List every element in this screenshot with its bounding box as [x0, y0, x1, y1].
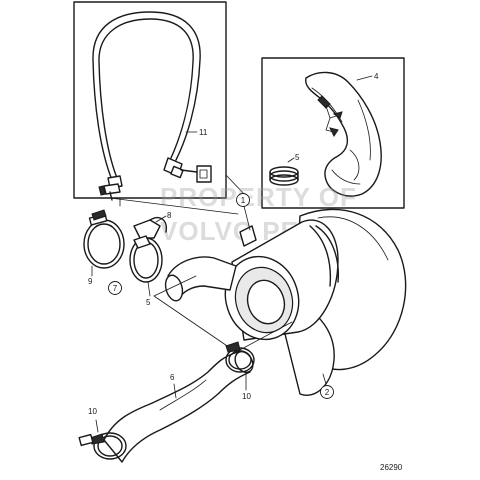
callout-label-11: 11	[199, 128, 208, 137]
callout-ring-1	[236, 193, 250, 207]
clamp-10-left	[78, 432, 127, 460]
callout-label-9: 9	[88, 277, 93, 286]
clamp-9	[83, 209, 125, 269]
inset-leader-line-main	[109, 197, 239, 215]
bracket-8	[133, 216, 167, 239]
callout-ring-2	[320, 385, 334, 399]
connector-plug	[196, 165, 212, 183]
sensor-cable-illustration	[92, 11, 212, 201]
callout-label-6: 6	[170, 373, 175, 382]
clamp-10-right	[225, 341, 255, 373]
exhaust-hose-6	[103, 350, 254, 463]
cable-ties-illustration	[269, 166, 299, 186]
inset-frame-left	[73, 1, 227, 199]
callout-ring-7	[108, 281, 122, 295]
inset-cover: 4 5	[261, 57, 405, 209]
callout-label-3: 4	[374, 72, 379, 81]
assembly-guide-lines	[153, 275, 293, 353]
callout-label-5: 5	[146, 298, 151, 307]
clamp-5	[129, 235, 163, 283]
inset-frame-right	[261, 57, 405, 209]
callout-label-1: 1	[241, 196, 246, 205]
callout-label-8: 8	[167, 211, 172, 220]
callout-label-10a: 10	[88, 407, 97, 416]
document-number: 26290	[380, 463, 403, 472]
callout-label-10b: 10	[242, 392, 251, 401]
watermark-line1: PROPERTY OF	[160, 182, 357, 212]
protective-cover-illustration	[305, 71, 382, 197]
callout-label-2: 2	[325, 388, 330, 397]
inset-sensor-cable: 11	[73, 1, 227, 201]
callout-label-4: 5	[295, 153, 300, 162]
exhaust-silencer	[164, 208, 407, 396]
callout-label-7: 7	[113, 284, 118, 293]
